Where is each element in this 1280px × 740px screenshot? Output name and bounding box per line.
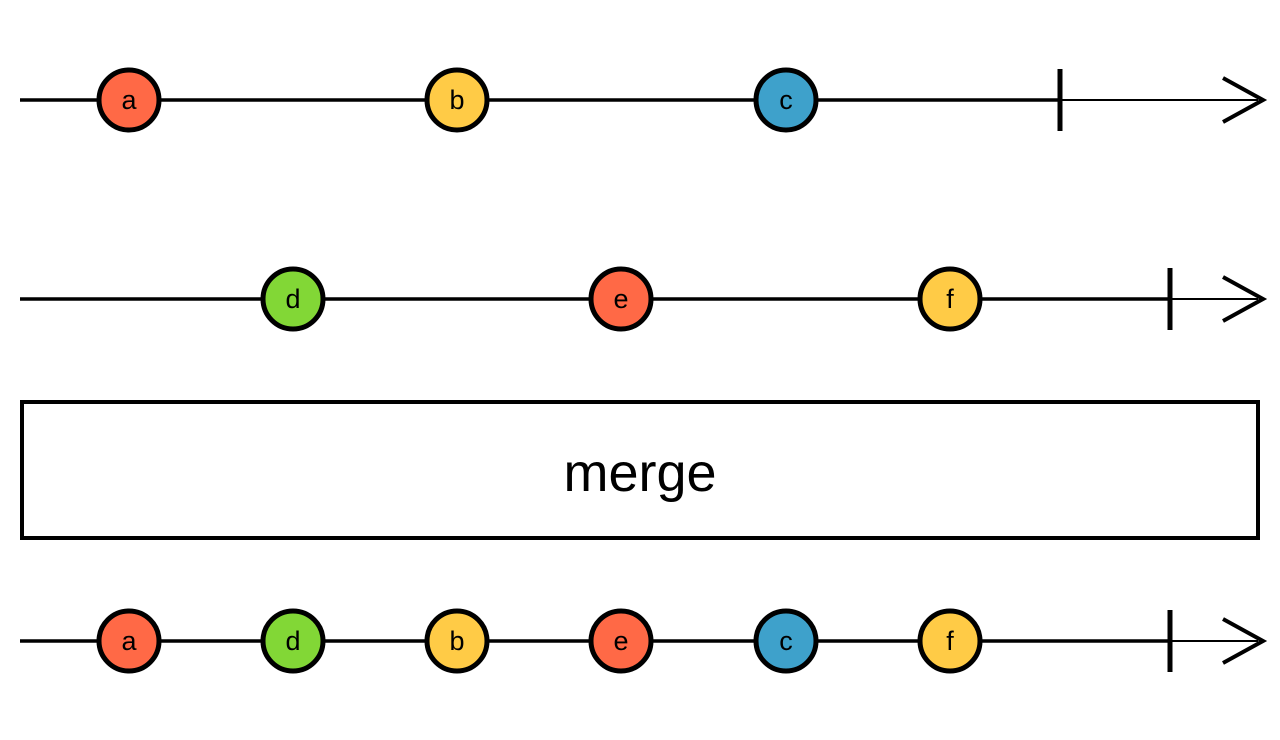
timeline-source-1: a b c — [20, 67, 1268, 133]
marble-label: f — [946, 626, 954, 656]
marble-b — [424, 67, 490, 133]
marble-a — [96, 67, 162, 133]
marble-a — [96, 608, 162, 674]
arrow-right-icon — [1222, 76, 1268, 124]
marble-label: d — [285, 284, 300, 314]
arrow-right-icon — [1222, 617, 1268, 665]
marble-label: a — [121, 85, 137, 115]
marble-label: e — [613, 626, 628, 656]
marble-label: a — [121, 626, 137, 656]
marble-d — [260, 608, 326, 674]
marble-d — [260, 266, 326, 332]
marble-label: c — [779, 626, 793, 656]
marble-f — [917, 266, 983, 332]
marble-c — [753, 608, 819, 674]
marble-label: f — [946, 284, 954, 314]
timeline-source-2: d e f — [20, 266, 1268, 332]
marble-label: b — [449, 85, 464, 115]
marble-b — [424, 608, 490, 674]
arrow-right-icon — [1222, 275, 1268, 323]
marble-label: e — [613, 284, 628, 314]
marble-label: d — [285, 626, 300, 656]
marble-e — [588, 608, 654, 674]
operator-label: merge — [563, 443, 717, 503]
marble-c — [753, 67, 819, 133]
marble-e — [588, 266, 654, 332]
operator-box: merge — [20, 400, 1260, 540]
marble-label: b — [449, 626, 464, 656]
marble-label: c — [779, 85, 793, 115]
marble-f — [917, 608, 983, 674]
